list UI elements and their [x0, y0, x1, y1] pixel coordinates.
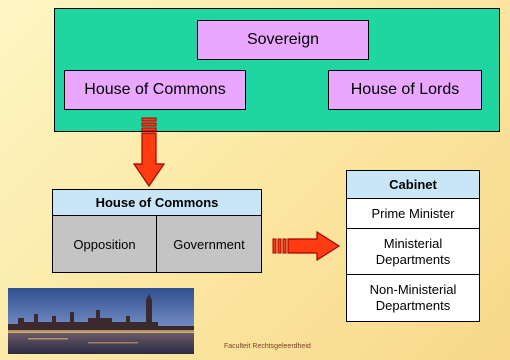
down-arrow-icon: [132, 117, 166, 188]
cabinet-header: Cabinet: [347, 171, 479, 199]
government-cell: Government: [173, 236, 245, 252]
house-of-lords-box: House of Lords: [328, 70, 482, 110]
house-of-commons-header: House of Commons: [53, 190, 261, 216]
cabinet-table: Cabinet Prime Minister Ministerial Depar…: [346, 170, 480, 322]
sovereign-box: Sovereign: [197, 20, 369, 60]
house-of-commons-table: House of Commons Opposition Government: [52, 189, 262, 273]
parliament-photo: [8, 288, 194, 354]
faculty-caption: Faculteit Rechtsgeleerdheid: [224, 343, 311, 350]
right-arrow-icon: [272, 230, 341, 262]
cabinet-row-non-ministerial-departments: Non-Ministerial Departments: [369, 282, 457, 313]
cabinet-row-prime-minister: Prime Minister: [347, 199, 479, 229]
house-of-commons-box: House of Commons: [64, 70, 246, 110]
cabinet-row-ministerial-departments: Ministerial Departments: [347, 229, 479, 275]
opposition-cell: Opposition: [53, 216, 157, 272]
